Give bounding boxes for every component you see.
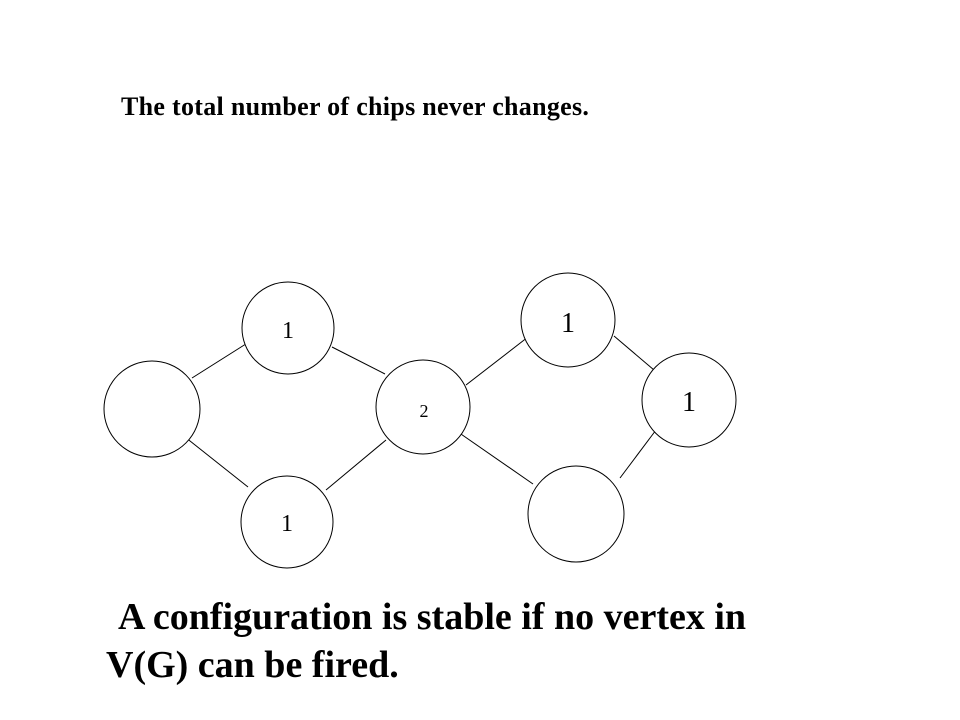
node-f-chips: 1 [682,387,696,418]
edge-c-d [325,439,387,491]
node-b [241,281,335,375]
node-e [520,272,616,368]
edge-e-f [613,335,655,371]
node-labels: 1 1 2 1 1 [281,308,696,537]
node-c-chips: 1 [281,511,293,537]
slide-caption: A configuration is stable if no vertex i… [106,593,866,689]
node-a [103,360,201,458]
edge-a-b [191,341,250,379]
slide-heading: The total number of chips never changes. [121,92,590,121]
node-d-chips: 2 [420,401,429,421]
edge-d-e [465,336,529,386]
caption-line-2: V(G) can be fired. [106,644,399,686]
node-e-chips: 1 [561,308,575,339]
node-b-chips: 1 [282,318,294,344]
graph-nodes [103,272,737,569]
node-f [641,352,737,448]
edge-d-g [457,431,534,485]
caption-line-1: A configuration is stable if no vertex i… [118,596,747,638]
node-g [527,465,625,563]
edge-a-c [184,436,249,488]
node-d [375,359,471,455]
edge-f-g [619,429,657,479]
edge-b-d [331,346,386,375]
graph-edges [184,335,657,491]
node-c [240,475,334,569]
